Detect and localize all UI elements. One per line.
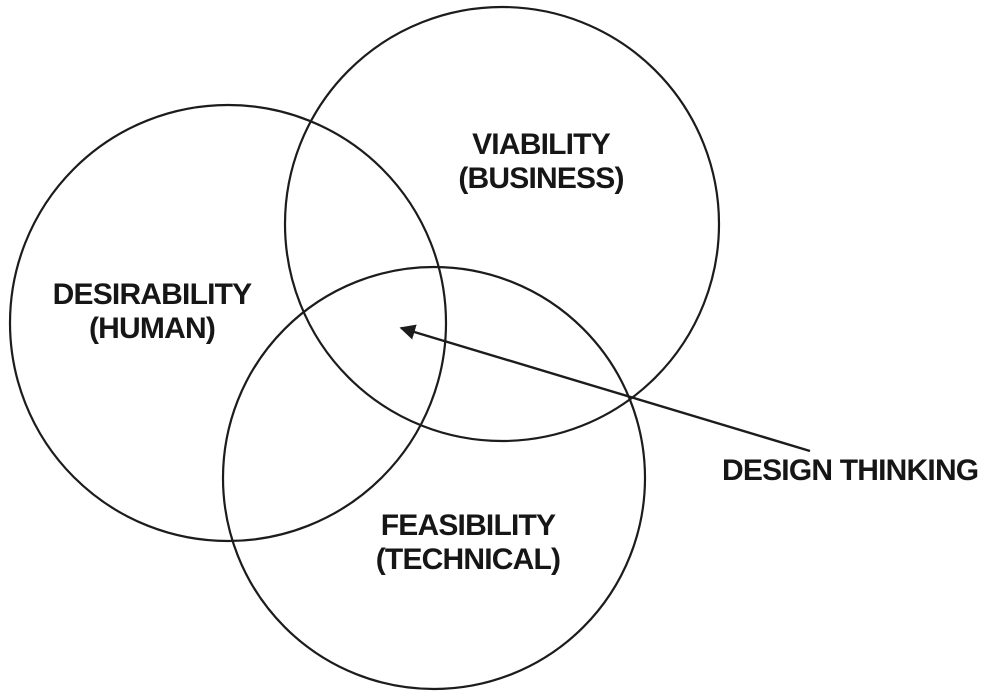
feasibility-label-line2: (TECHNICAL)	[375, 543, 561, 576]
viability-label-line2: (BUSINESS)	[458, 162, 624, 195]
desirability-circle	[8, 103, 448, 543]
design-thinking-label: DESIGN THINKING	[722, 454, 979, 487]
desirability-label-line2: (HUMAN)	[88, 312, 216, 345]
design-thinking-arrow	[399, 324, 811, 453]
desirability-label: DESIRABILITY (HUMAN)	[0, 278, 312, 346]
desirability-label-line1: DESIRABILITY	[52, 278, 253, 311]
viability-label: VIABILITY (BUSINESS)	[381, 128, 701, 196]
viability-circle	[283, 5, 721, 443]
feasibility-label: FEASIBILITY (TECHNICAL)	[308, 509, 628, 577]
viability-label-line1: VIABILITY	[472, 128, 611, 161]
feasibility-label-line1: FEASIBILITY	[380, 509, 556, 542]
feasibility-circle	[221, 265, 647, 691]
